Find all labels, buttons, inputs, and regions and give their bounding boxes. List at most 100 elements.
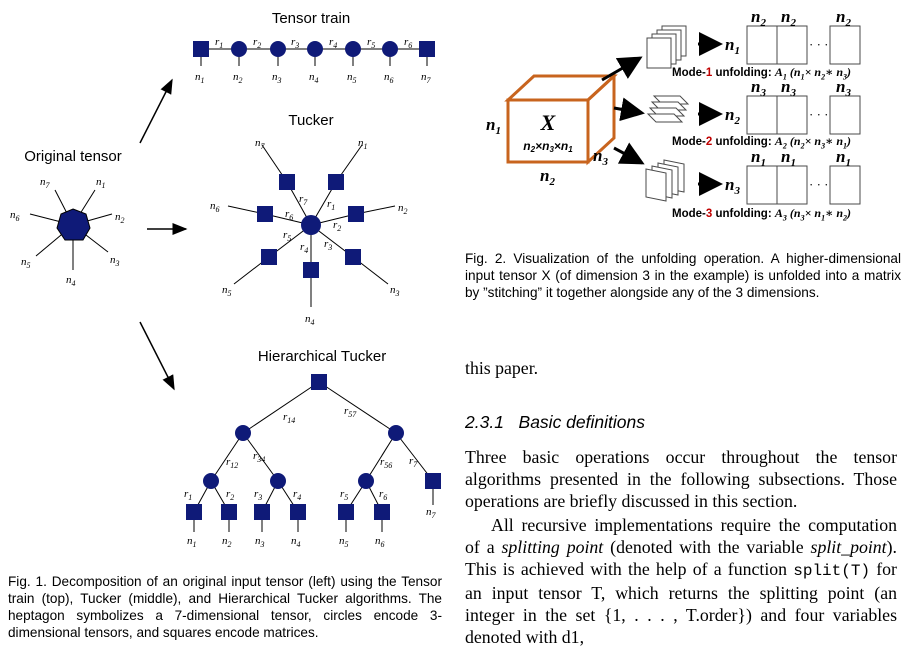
svg-text:n2: n2: [115, 211, 125, 225]
svg-text:r1: r1: [184, 488, 192, 502]
svg-text:n2: n2: [398, 202, 408, 216]
mode-2-slices: [646, 95, 690, 123]
svg-text:r2: r2: [226, 488, 234, 502]
paragraph-end: this paper.: [465, 358, 539, 378]
svg-text:n3: n3: [272, 71, 282, 85]
mode-1-label: Mode-1 unfolding: A1 (n1× n2∗ n3): [672, 65, 852, 82]
tt-node-core: [270, 41, 286, 57]
mode-3-slices: [645, 159, 685, 202]
svg-text:n2: n2: [781, 7, 796, 29]
svg-text:n2: n2: [725, 105, 740, 127]
svg-text:n2: n2: [540, 166, 555, 188]
section-number: 2.3.1: [465, 412, 504, 432]
svg-text:n2: n2: [233, 71, 243, 85]
svg-text:r2: r2: [253, 36, 261, 50]
svg-text:n5: n5: [21, 256, 31, 270]
hierarchical-tucker-title: Hierarchical Tucker: [258, 348, 386, 365]
svg-text:n7: n7: [421, 71, 432, 85]
svg-text:r6: r6: [285, 208, 293, 222]
paragraph-2: All recursive implementations require th…: [465, 515, 897, 647]
svg-text:r3: r3: [291, 36, 299, 50]
tt-node-core: [345, 41, 361, 57]
svg-text:r5: r5: [340, 488, 348, 502]
svg-text:r5: r5: [283, 229, 291, 243]
tucker-diagram: r7 r1 r6 r2 r5 r3 r4 n7 n1 n6 n2 n5 n3 n…: [210, 137, 408, 327]
tucker-title: Tucker: [288, 112, 333, 129]
svg-text:n1: n1: [725, 35, 740, 57]
svg-text:n5: n5: [339, 535, 349, 549]
svg-text:n1: n1: [96, 176, 106, 190]
tt-node-core: [382, 41, 398, 57]
svg-text:n2×n3×n1: n2×n3×n1: [523, 139, 573, 154]
ellipsis: · · ·: [809, 177, 829, 192]
svg-text:n2: n2: [222, 535, 232, 549]
ellipsis: · · ·: [809, 107, 829, 122]
tucker-core: [301, 215, 321, 235]
figure-1: Tensor train Tucker Hierarchical Tucker …: [0, 0, 450, 647]
svg-text:n3: n3: [725, 175, 740, 197]
svg-text:r1: r1: [215, 36, 223, 50]
svg-text:r6: r6: [379, 488, 387, 502]
svg-text:r7: r7: [409, 455, 418, 469]
tensor-cube: [504, 72, 618, 166]
mode-3-label: Mode-3 unfolding: A3 (n3× n1∗ n2): [672, 206, 852, 223]
svg-text:n3: n3: [593, 146, 608, 168]
svg-text:r2: r2: [333, 219, 341, 233]
tt-node-matrix: [193, 41, 209, 57]
svg-text:r4: r4: [300, 241, 308, 255]
tensor-train-title: Tensor train: [272, 10, 350, 27]
svg-text:r4: r4: [293, 488, 301, 502]
svg-text:r3: r3: [254, 488, 262, 502]
mode-2-label: Mode-2 unfolding: A2 (n2× n3∗ n1): [672, 134, 852, 151]
arrow-to-tensor-train: [139, 78, 173, 144]
figure-1-caption: Fig. 1. Decomposition of an original inp…: [8, 574, 442, 640]
svg-text:r12: r12: [226, 456, 238, 470]
svg-text:r57: r57: [344, 405, 357, 419]
svg-text:n3: n3: [255, 535, 265, 549]
original-tensor-label: Original tensor: [24, 148, 122, 165]
svg-text:r5: r5: [367, 36, 375, 50]
svg-text:n7: n7: [426, 506, 437, 520]
tt-node-core: [307, 41, 323, 57]
figure-2: X n2×n3×n1 n1 n2 n3: [462, 0, 905, 320]
ellipsis: · · ·: [809, 37, 829, 52]
tensor-train-diagram: r1 r2 r3 r4 r5 r6 n1 n2 n3 n4 n5 n6 n7: [193, 36, 435, 85]
svg-text:r4: r4: [329, 36, 337, 50]
arrow-to-hierarchical-tucker: [139, 321, 175, 391]
svg-text:n4: n4: [291, 535, 301, 549]
svg-text:n1: n1: [358, 137, 368, 151]
svg-text:n1: n1: [486, 115, 501, 137]
original-tensor-heptagon: [29, 189, 113, 270]
svg-text:n7: n7: [255, 137, 266, 151]
svg-text:r3: r3: [324, 238, 332, 252]
svg-text:n6: n6: [384, 71, 394, 85]
svg-text:n2: n2: [751, 7, 766, 29]
svg-text:n3: n3: [110, 254, 120, 268]
hierarchical-tucker-diagram: r14 r57 r12 r34 r56 r7 r1 r2 r3 r4 r5 r6…: [184, 374, 441, 549]
svg-text:r14: r14: [283, 411, 295, 425]
tensor-x-label: X: [540, 110, 557, 135]
svg-text:n5: n5: [222, 284, 232, 298]
figure-2-caption: Fig. 2. Visualization of the unfolding o…: [465, 251, 901, 300]
section-heading: 2.3.1 Basic definitions: [465, 412, 645, 433]
svg-text:r7: r7: [299, 193, 308, 207]
svg-text:n2: n2: [836, 7, 851, 29]
svg-text:n3: n3: [390, 284, 400, 298]
svg-text:n1: n1: [195, 71, 205, 85]
svg-text:r1: r1: [327, 198, 335, 212]
svg-text:r34: r34: [253, 450, 265, 464]
paragraph-1: Three basic operations occur throughout …: [465, 447, 897, 511]
svg-text:n5: n5: [347, 71, 357, 85]
tt-node-matrix: [419, 41, 435, 57]
svg-text:n4: n4: [66, 274, 76, 288]
svg-text:r56: r56: [380, 456, 392, 470]
tt-node-core: [231, 41, 247, 57]
svg-text:n6: n6: [375, 535, 385, 549]
svg-text:n6: n6: [10, 209, 20, 223]
svg-text:n4: n4: [309, 71, 319, 85]
svg-text:n4: n4: [305, 313, 315, 327]
svg-text:r6: r6: [404, 36, 412, 50]
svg-text:n1: n1: [187, 535, 197, 549]
svg-text:n6: n6: [210, 200, 220, 214]
svg-text:n7: n7: [40, 176, 51, 190]
